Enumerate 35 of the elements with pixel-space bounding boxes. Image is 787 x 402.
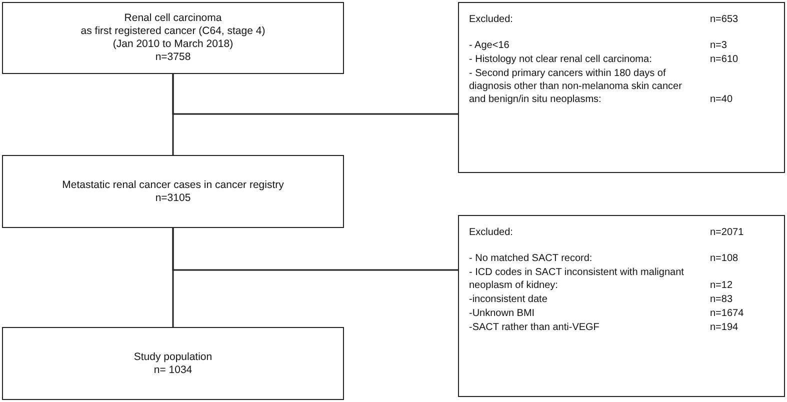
box-text: -Unknown BMI [469,307,536,320]
connector-line [172,74,458,115]
box-text: Excluded: [469,13,514,26]
box-text: -inconsistent date [469,293,548,306]
box-text: - Histology not clear renal cell carcinoma: [469,53,653,66]
exclusion-box [458,2,785,173]
box-text: n=40 [710,93,734,106]
box-text: n=108 [710,252,740,265]
box-text: n=2071 [710,226,745,239]
box-text: as first registered cancer (C64, stage 4) [80,25,266,38]
box-text: n=1674 [710,307,745,320]
box-text: Excluded: [469,226,514,239]
box-text: - ICD codes in SACT inconsistent with malignant neoplasm of kidney: [469,266,685,292]
box-text: n=194 [710,321,740,334]
box-text: n=610 [710,53,740,66]
box-text: n=3 [710,39,728,52]
box-text: (Jan 2010 to March 2018) [112,38,234,51]
box-text: n=12 [710,279,734,292]
box-text: - Second primary cancers within 180 days of diagnosis other than non-melanoma skin cancer and benign/in situ neoplasms: [469,67,683,106]
exclusion-box [458,215,785,397]
box-text: n= 1034 [154,364,192,376]
box-text: n=83 [710,293,734,306]
process-box [2,155,344,228]
box-text: n=3758 [155,51,191,64]
box-text: n=3105 [155,192,191,204]
box-text: Study population [134,350,212,364]
box-text: -SACT rather than anti-VEGF [469,321,600,334]
process-box [2,2,344,74]
box-text: Renal cell carcinoma [124,12,222,25]
process-box [2,327,344,400]
box-text: n=653 [710,13,740,26]
box-text: Metastatic renal cancer cases in cancer registry [62,178,284,192]
box-text: - Age<16 [469,39,510,52]
connector-line [172,228,458,271]
box-text: - No matched SACT record: [469,252,594,265]
